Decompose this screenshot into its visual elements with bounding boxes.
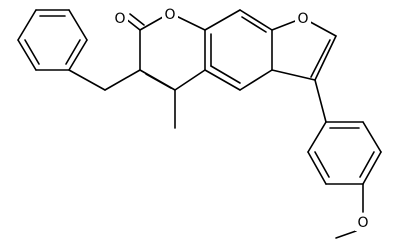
double-bond-inner [241, 16, 267, 33]
label-mask [112, 8, 128, 26]
bond [307, 121, 327, 153]
phenyl-ring [17, 9, 88, 71]
methoxy-group [335, 183, 364, 239]
methoxyphenyl-ring [307, 121, 382, 185]
benzyl-linker [68, 69, 141, 91]
bond [68, 9, 88, 41]
double-bond-inner [359, 151, 375, 178]
bond [362, 151, 382, 185]
bond [17, 9, 37, 41]
furan-oxygen-label: O [297, 11, 308, 27]
double-bond-inner [314, 151, 330, 178]
atom-carbonyl-oxygen: O [112, 8, 128, 27]
pyranone-ring [125, 12, 206, 91]
bond [17, 39, 37, 71]
bond [307, 151, 327, 185]
furan-ring [271, 17, 337, 81]
carbonyl-bond [129, 13, 145, 26]
bond [314, 35, 337, 81]
bond [362, 121, 382, 153]
bond [68, 39, 88, 71]
double-bond-inner [24, 39, 40, 65]
methoxy-oxygen-label: O [357, 215, 368, 231]
label-mask [295, 8, 311, 26]
atom-ring-oxygen: O [162, 4, 178, 23]
label-mask [355, 213, 371, 231]
bond [104, 69, 141, 91]
double-bond-inner [145, 73, 172, 89]
label-mask [162, 4, 178, 22]
double-bond-inner [65, 39, 81, 65]
bond [314, 79, 327, 123]
bond [174, 69, 206, 91]
bond [68, 69, 106, 91]
bond [271, 69, 316, 81]
carbonyl-oxygen-label: O [114, 11, 125, 27]
aryl-linker [314, 79, 327, 123]
bond [335, 230, 357, 239]
central-benzene-ring [204, 9, 273, 91]
bond [204, 69, 241, 91]
atom-methoxy-oxygen: O [355, 213, 371, 231]
ring-oxygen-label: O [164, 7, 175, 23]
bond [239, 9, 273, 31]
atom-furan-oxygen: O [295, 8, 311, 27]
carbonyl-bond [125, 18, 141, 31]
double-bond-inner [210, 65, 241, 84]
double-bond-inner [310, 39, 331, 78]
bond [204, 9, 241, 31]
bond [239, 69, 273, 91]
